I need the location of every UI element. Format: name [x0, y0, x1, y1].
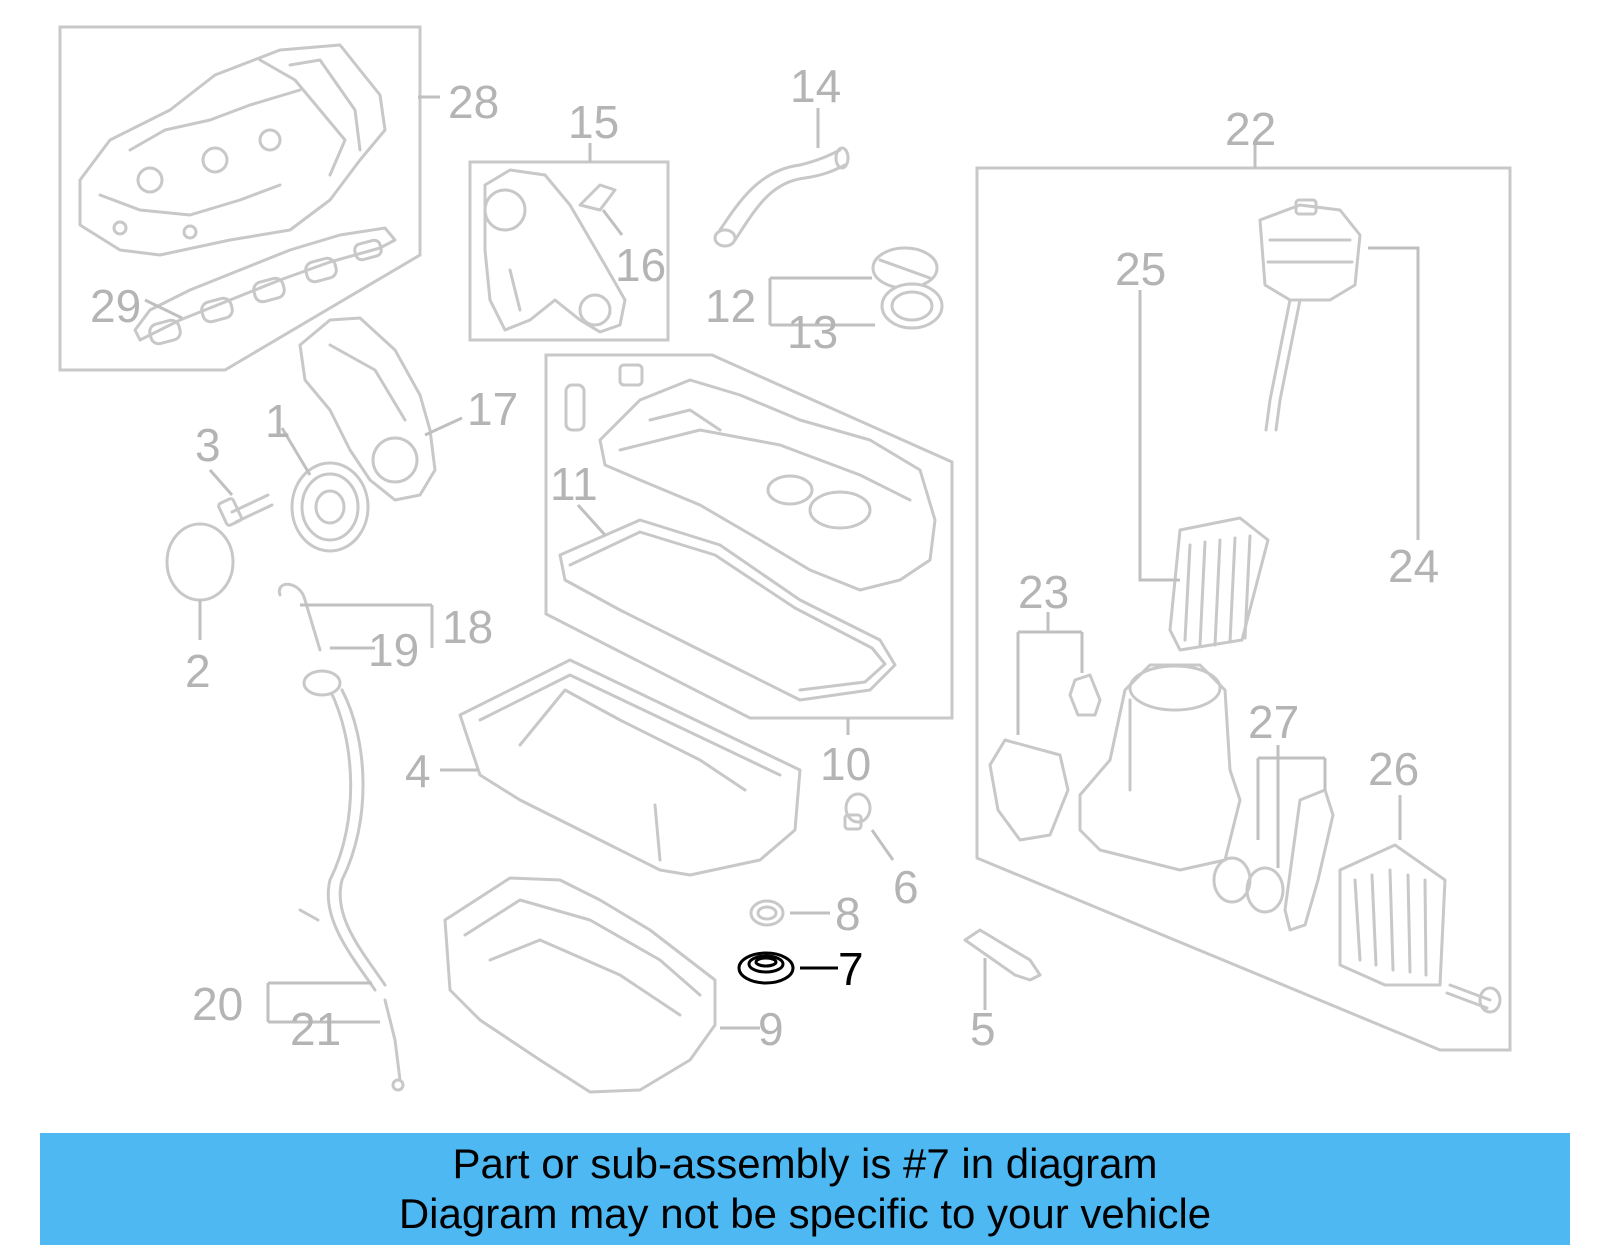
callout-17: 17 — [467, 383, 518, 435]
callout-23: 23 — [1018, 566, 1069, 618]
callout-6: 6 — [893, 861, 919, 913]
sealant-tube-part[interactable] — [963, 928, 1042, 982]
callout-5: 5 — [970, 1003, 996, 1055]
oil-filter-element-part[interactable] — [1168, 516, 1270, 652]
banner-line-disclaimer: Diagram may not be specific to your vehi… — [398, 1190, 1212, 1237]
callout-20: 20 — [192, 978, 243, 1030]
callout-8: 8 — [835, 888, 861, 940]
callout-18: 18 — [442, 601, 493, 653]
timing-cover-upper-part[interactable] — [483, 168, 627, 334]
filter-cap-part[interactable] — [1258, 198, 1362, 432]
oil-pan-upper-part[interactable] — [458, 658, 802, 877]
callout-13: 13 — [787, 306, 838, 358]
callout-16: 16 — [615, 239, 666, 291]
callout-14: 14 — [790, 60, 841, 112]
callout-25: 25 — [1115, 243, 1166, 295]
callout-9: 9 — [758, 1003, 784, 1055]
group-box-15 — [468, 160, 670, 342]
o-rings-part[interactable] — [1212, 788, 1335, 932]
group-box-22 — [975, 166, 1512, 1052]
callout-26: 26 — [1368, 743, 1419, 795]
filter-housing-part[interactable] — [1078, 663, 1242, 872]
callout-22: 22 — [1225, 103, 1276, 155]
crankshaft-pulley-part[interactable] — [290, 461, 370, 553]
callout-4: 4 — [405, 745, 431, 797]
oil-drain-seal-highlighted-part[interactable] — [737, 951, 795, 985]
group-box-28 — [58, 25, 422, 372]
callout-12: 12 — [705, 280, 756, 332]
callout-19: 19 — [368, 624, 419, 676]
callout-labels: 28 29 15 16 14 12 13 17 3 1 2 18 19 11 1… — [90, 60, 1439, 1055]
group-box-10 — [544, 353, 954, 720]
callout-7: 7 — [838, 943, 864, 995]
dipstick-part[interactable] — [277, 582, 405, 1092]
oil-cooler-part[interactable] — [1338, 843, 1447, 987]
intake-manifold-part[interactable] — [78, 43, 387, 257]
callout-3: 3 — [195, 419, 221, 471]
injector-part[interactable] — [564, 363, 644, 432]
parts-diagram: 28 29 15 16 14 12 13 17 3 1 2 18 19 11 1… — [58, 25, 1512, 1094]
timing-cover-lower-part[interactable] — [298, 316, 437, 502]
oil-filler-cap-part[interactable] — [871, 246, 944, 330]
callout-28: 28 — [448, 76, 499, 128]
cooler-bolt-part[interactable] — [1445, 983, 1502, 1014]
seal-ring-part[interactable] — [749, 899, 785, 927]
callout-11: 11 — [550, 458, 598, 510]
callout-15: 15 — [568, 96, 619, 148]
callout-24: 24 — [1388, 540, 1439, 592]
oil-pan-lower-part[interactable] — [443, 876, 717, 1094]
pulley-bolt-part[interactable] — [217, 493, 274, 527]
leader-lines — [144, 95, 1420, 1030]
housing-gasket-part[interactable] — [988, 673, 1102, 842]
valve-cover-gasket-part[interactable] — [558, 518, 897, 702]
callout-27: 27 — [1248, 696, 1299, 748]
intake-gasket-part[interactable] — [133, 226, 397, 346]
valve-cover-part[interactable] — [598, 378, 937, 592]
callout-29: 29 — [90, 280, 141, 332]
seal-cap-part[interactable] — [165, 522, 235, 602]
callout-10: 10 — [820, 738, 871, 790]
callout-2: 2 — [185, 645, 211, 697]
callout-21: 21 — [290, 1003, 341, 1055]
info-banner: Part or sub-assembly is #7 in diagram Di… — [40, 1133, 1570, 1245]
drain-plug-part[interactable] — [843, 792, 872, 831]
banner-line-part-number: Part or sub-assembly is #7 in diagram — [452, 1140, 1158, 1187]
breather-hose-part[interactable] — [713, 146, 850, 248]
callout-1: 1 — [265, 395, 291, 447]
clip-part[interactable] — [578, 183, 617, 212]
